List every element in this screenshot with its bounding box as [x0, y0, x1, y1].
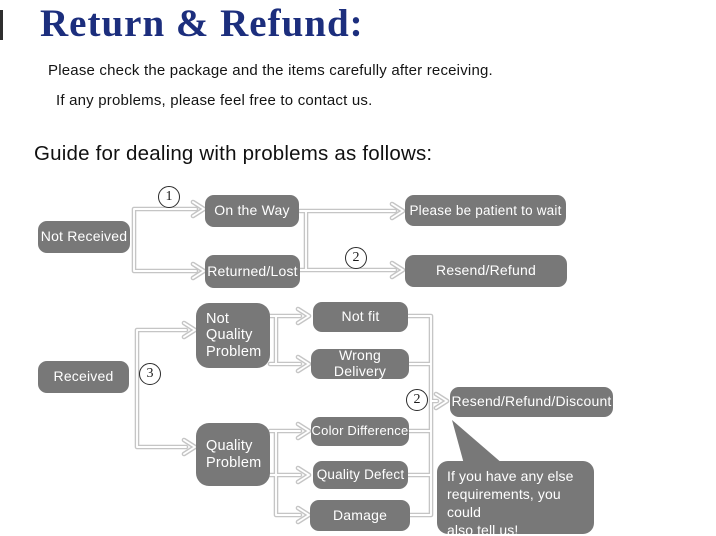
photo-edge-artifact	[0, 10, 3, 40]
flow-node-resend-refund-discount: Resend/Refund/Discount	[450, 387, 613, 417]
flow-node-on-the-way: On the Way	[205, 195, 299, 227]
flow-node-wrong-delivery: Wrong Delivery	[311, 347, 409, 379]
flow-node-not-quality-problem: Not Quality Problem	[196, 303, 270, 368]
flow-node-quality-defect: Quality Defect	[313, 461, 408, 489]
flow-node-color-difference: Color Difference	[311, 417, 409, 446]
step-marker-3: 3	[139, 363, 161, 385]
subtitle-line-1: Please check the package and the items c…	[48, 62, 493, 79]
bubble-tail	[452, 420, 503, 464]
note-bubble: If you have any else requirements, you c…	[437, 461, 594, 536]
flow-node-not-received: Not Received	[38, 221, 130, 253]
flow-node-resend-refund: Resend/Refund	[405, 255, 567, 287]
flow-node-quality-problem: Quality Problem	[196, 423, 270, 486]
step-marker-2-top: 2	[345, 247, 367, 269]
flow-node-returned-lost: Returned/Lost	[205, 255, 300, 288]
step-marker-1: 1	[158, 186, 180, 208]
guide-heading: Guide for dealing with problems as follo…	[34, 142, 433, 165]
step-marker-2-bottom: 2	[406, 389, 428, 411]
subtitle-line-2: If any problems, please feel free to con…	[56, 92, 373, 109]
page-title: Return & Refund:	[40, 2, 364, 45]
flow-node-damage: Damage	[310, 500, 410, 531]
flow-node-not-fit: Not fit	[313, 302, 408, 332]
flow-node-received: Received	[38, 361, 129, 393]
flow-node-please-be-patient: Please be patient to wait	[405, 195, 566, 226]
